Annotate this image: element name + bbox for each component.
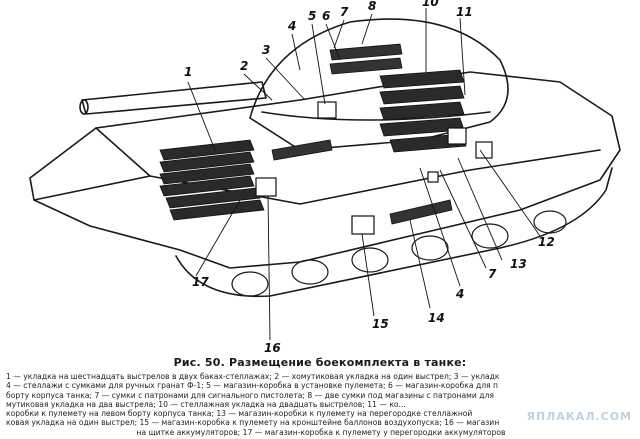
callout-number: 6 — [322, 9, 330, 23]
legend-line: коробки к пулемету на левом борту корпус… — [6, 409, 473, 419]
shell-rack-left — [159, 139, 265, 221]
road-wheel — [231, 271, 269, 297]
callout-number: 2 — [240, 59, 248, 73]
gun-muzzle — [79, 99, 89, 115]
road-wheel — [533, 210, 567, 234]
turret-outline — [249, 18, 509, 151]
turret-base-line — [261, 111, 491, 121]
magazine-box — [351, 215, 375, 235]
callout-number: 10 — [422, 0, 439, 9]
hull-outline — [29, 71, 621, 269]
leader-lines — [187, 8, 541, 341]
figure-legend: 1 — укладка на шестнадцать выстрелов в д… — [6, 372, 636, 437]
callout-number: 5 — [308, 9, 316, 23]
hull-side-line — [33, 175, 151, 201]
callout-number: 1 — [184, 65, 192, 79]
road-wheel — [471, 223, 509, 249]
legend-line: на щитке аккумуляторов; 17 — магазин-кор… — [136, 427, 506, 437]
callout-number: 11 — [456, 5, 473, 19]
turret-shell — [329, 57, 403, 75]
magazine-box — [317, 101, 337, 119]
shell-rack-right — [379, 69, 467, 153]
legend-line: ковая укладка на один выстрел; 15 — мага… — [6, 418, 500, 428]
turret-shell — [329, 43, 403, 61]
callout-number: 7 — [488, 267, 497, 281]
legend-line: борту корпуса танка; 7 — сумки с патрона… — [6, 390, 494, 400]
legend-line: 4 — стеллажи с сумками для ручных гранат… — [6, 381, 498, 391]
magazine-box — [427, 171, 439, 183]
road-wheel — [291, 259, 329, 285]
magazine-box — [255, 177, 277, 197]
callout-number: 14 — [428, 311, 445, 325]
legend-line: мутиковая укладка на два выстрела; 10 — … — [6, 399, 406, 409]
magazine-box — [475, 141, 493, 159]
single-shell-mount — [271, 139, 333, 161]
callout-number: 4 — [287, 19, 296, 33]
gun-barrel — [81, 81, 267, 115]
callout-number: 15 — [372, 317, 389, 331]
track-outline — [175, 167, 613, 298]
figure-caption: Рис. 50. Размещение боекомплекта в танке… — [173, 356, 467, 369]
callout-number: 3 — [262, 43, 270, 57]
single-shell-mount — [389, 199, 453, 225]
callout-number: 17 — [192, 275, 209, 289]
callout-number: 13 — [510, 257, 527, 271]
watermark-logo: ЯПЛАКАЛ.COM — [526, 410, 632, 423]
callout-number: 16 — [264, 341, 281, 355]
callout-number: 12 — [538, 235, 555, 249]
callout-number: 8 — [368, 0, 376, 13]
road-wheel — [351, 247, 389, 273]
road-wheel — [411, 235, 449, 261]
hull-deck-line — [95, 127, 601, 205]
legend-line: 1 — укладка на шестнадцать выстрелов в д… — [6, 372, 500, 381]
callout-number: 4 — [455, 287, 464, 301]
callout-number: 7 — [340, 5, 349, 19]
magazine-box — [447, 127, 467, 145]
